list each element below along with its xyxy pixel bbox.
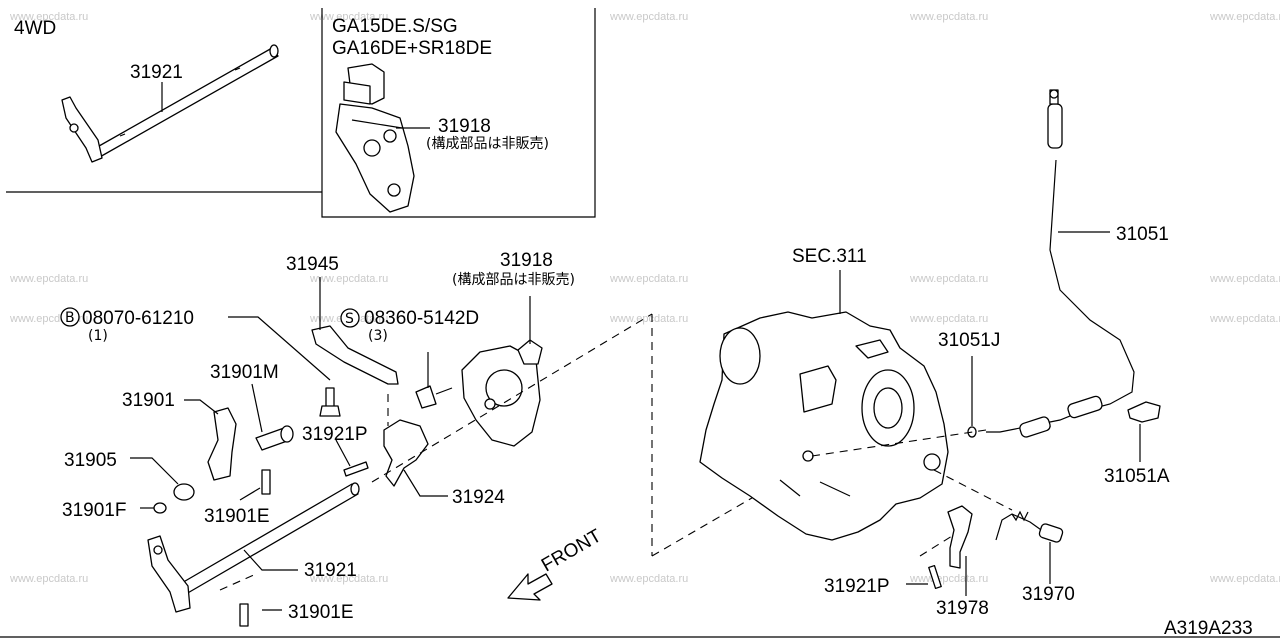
inset-shaft-31921	[61, 44, 279, 163]
pin-31921P	[343, 461, 369, 477]
transmission-housing	[699, 311, 949, 541]
label-screw-s: 08360-5142D	[364, 308, 479, 329]
label-sec311: SEC.311	[792, 246, 867, 267]
label-31051: 31051	[1116, 224, 1169, 245]
watermark-text: www.epcdata.ru	[309, 273, 388, 285]
label-31921-top: 31921	[130, 62, 183, 83]
watermark-text: www.epcdata.ru	[1209, 273, 1280, 285]
engine-code-2: GA16DE+SR18DE	[332, 38, 492, 59]
screw-08360-5142D	[415, 385, 453, 409]
label-31924: 31924	[452, 487, 505, 508]
washer-31901F	[153, 502, 167, 514]
leader-31924	[403, 469, 448, 497]
drawing-code: A319A233	[1164, 618, 1253, 639]
watermark-text: www.epcdata.ru	[9, 573, 88, 585]
label-31978: 31978	[936, 598, 989, 619]
dashed-housing-spring	[933, 469, 1013, 511]
spring-31905	[173, 483, 195, 501]
label-31945: 31945	[286, 254, 339, 275]
watermark-text: www.epcdata.ru	[909, 313, 988, 325]
leader-31901E	[239, 487, 261, 501]
bracket-31945	[311, 325, 399, 385]
watermark-text: www.epcdata.ru	[9, 11, 88, 23]
label-31051J: 31051J	[938, 330, 1000, 351]
label-31905: 31905	[64, 450, 117, 471]
leader-31921P	[335, 439, 351, 467]
inset-assembly-31918	[335, 63, 415, 213]
label-31901: 31901	[122, 390, 175, 411]
watermark-text: www.epcdata.ru	[609, 11, 688, 23]
bolt-31051A	[1127, 401, 1161, 423]
watermark-text: www.epcdata.ru	[609, 573, 688, 585]
watermark-text: www.epcdata.ru	[1209, 573, 1280, 585]
pin-31921P-b	[928, 564, 942, 590]
pin-31901E-b	[239, 603, 249, 627]
front-label: FRONT	[538, 525, 606, 576]
label-31918-top: 31918	[438, 116, 491, 137]
label-31921: 31921	[304, 560, 357, 581]
leader-31905	[130, 457, 179, 485]
qty-bolt-b: (1)	[88, 328, 108, 344]
watermark-text: www.epcdata.ru	[909, 573, 988, 585]
dashed-31978	[919, 535, 953, 557]
leader-31921	[243, 549, 298, 571]
watermark-text: www.epcdata.ru	[309, 573, 388, 585]
cable-31051	[986, 89, 1135, 438]
label-31918: 31918	[500, 250, 553, 271]
bolt-08070-61210	[319, 387, 341, 417]
dashed-housing-cable	[811, 429, 987, 457]
leader-31901M	[251, 383, 263, 433]
s-circle-icon	[340, 308, 360, 328]
variant-label: 4WD	[14, 18, 56, 39]
note-31918: (構成部品は非販売)	[452, 272, 575, 288]
label-31921P-b: 31921P	[824, 576, 890, 597]
note-31918-top: (構成部品は非販売)	[426, 136, 549, 152]
shaft-31921	[147, 482, 360, 613]
watermark-text: www.epcdata.ru	[1209, 11, 1280, 23]
watermark-text: www.epcdata.ru	[609, 313, 688, 325]
label-31921P: 31921P	[302, 424, 368, 445]
label-31901E: 31901E	[204, 506, 270, 527]
label-31051A: 31051A	[1104, 466, 1170, 487]
pin-31901E	[261, 469, 271, 495]
qty-screw-s: (3)	[368, 328, 388, 344]
watermark-text: www.epcdata.ru	[309, 11, 388, 23]
label-bolt-b: 08070-61210	[82, 308, 194, 329]
label-31970: 31970	[1022, 584, 1075, 605]
engine-code-1: GA15DE.S/SG	[332, 16, 458, 37]
watermark-text: www.epcdata.ru	[609, 273, 688, 285]
watermark-text: www.epcdata.ru	[9, 273, 88, 285]
b-circle-icon	[60, 307, 80, 327]
label-31901M: 31901M	[210, 362, 279, 383]
watermark-text: www.epcdata.ru	[1209, 313, 1280, 325]
lever-31978	[947, 505, 973, 569]
leader-bolt-b	[228, 316, 331, 381]
label-31901E-b: 31901E	[288, 602, 354, 623]
fork-31924	[383, 419, 429, 487]
housing-31918	[461, 339, 543, 447]
watermark-text: www.epcdata.ru	[909, 11, 988, 23]
bolt-b-prefix: B	[65, 310, 75, 326]
leader-31901	[184, 399, 219, 415]
bolt-31901M	[255, 425, 294, 451]
rod-31970	[995, 510, 1064, 543]
label-31901F: 31901F	[62, 500, 126, 521]
front-arrow	[507, 573, 553, 601]
lever-31901	[207, 407, 237, 481]
inset-frames	[0, 8, 1280, 638]
screw-s-prefix: S	[345, 311, 354, 327]
watermark-text: www.epcdata.ru	[909, 273, 988, 285]
